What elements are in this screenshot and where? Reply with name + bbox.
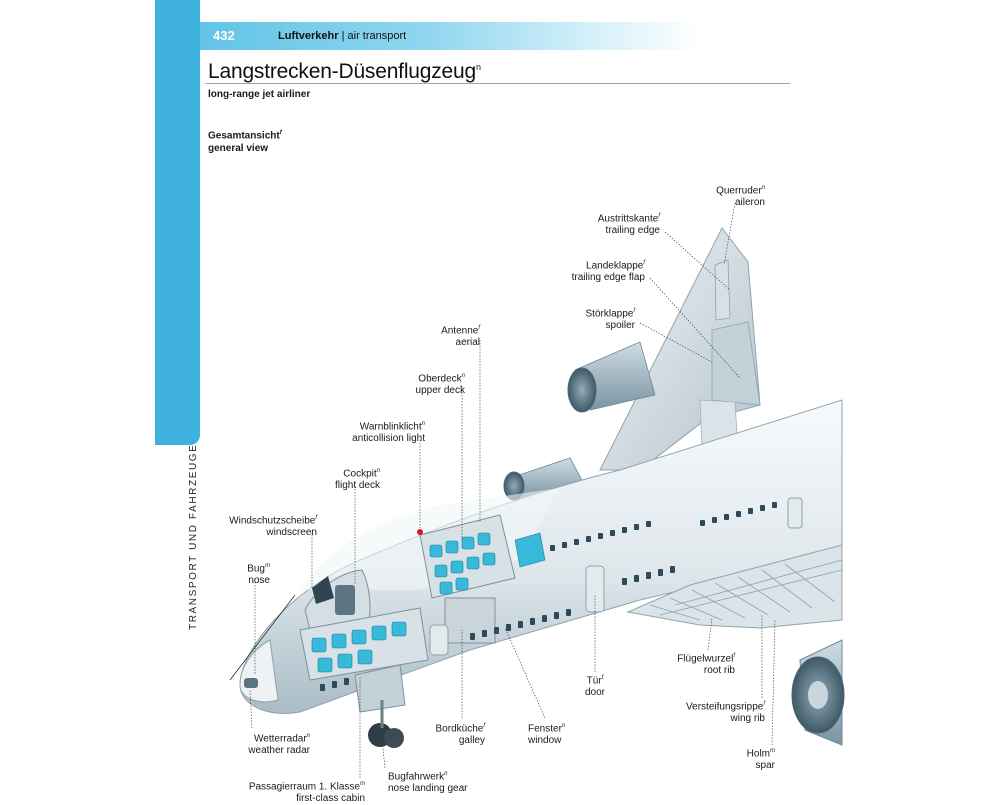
aileron-part	[714, 259, 731, 321]
anticollision-beacon	[417, 529, 423, 535]
title-gender: n	[475, 62, 481, 72]
nose-wheel-2	[384, 728, 404, 748]
weather-radar-dish	[244, 678, 258, 688]
page-number: 432	[213, 28, 235, 43]
section-de: Luftverkehr	[278, 30, 339, 42]
view-heading-en: general view	[208, 143, 269, 154]
view-heading-de: Gesamtansichtf	[208, 130, 282, 141]
lower-engine	[791, 639, 845, 746]
wing-ribs	[649, 559, 843, 621]
first-class-seats	[311, 621, 407, 673]
title-de: Langstrecken-Düsenflugzeug	[208, 60, 476, 83]
view-de-text: Gesamtansicht	[208, 130, 280, 142]
section-heading: Luftverkehr | air transport	[278, 30, 406, 42]
header-band	[200, 22, 700, 50]
lower-wing	[626, 544, 843, 629]
page-title: Langstrecken-Düsenflugzeugn	[208, 60, 481, 84]
rear-door	[787, 497, 803, 529]
windscreen-glass	[312, 576, 334, 604]
section-separator: |	[338, 30, 348, 42]
page-subtitle: long-range jet airliner	[208, 89, 311, 100]
trailing-edge-flap-part	[711, 321, 761, 406]
leader-lines	[249, 202, 776, 778]
forward-door	[429, 624, 449, 656]
cockpit-seat	[335, 585, 355, 615]
title-rule	[205, 83, 790, 84]
upper-engine-1	[567, 341, 656, 413]
section-en: air transport	[347, 30, 407, 42]
side-tab	[155, 0, 200, 445]
nose-gear-bay	[354, 664, 406, 713]
view-gender: f	[279, 130, 282, 136]
window-row	[320, 502, 777, 691]
upper-deck-rear-seats	[514, 532, 546, 568]
nose-outline	[229, 594, 296, 681]
upper-deck-seats	[429, 532, 496, 595]
